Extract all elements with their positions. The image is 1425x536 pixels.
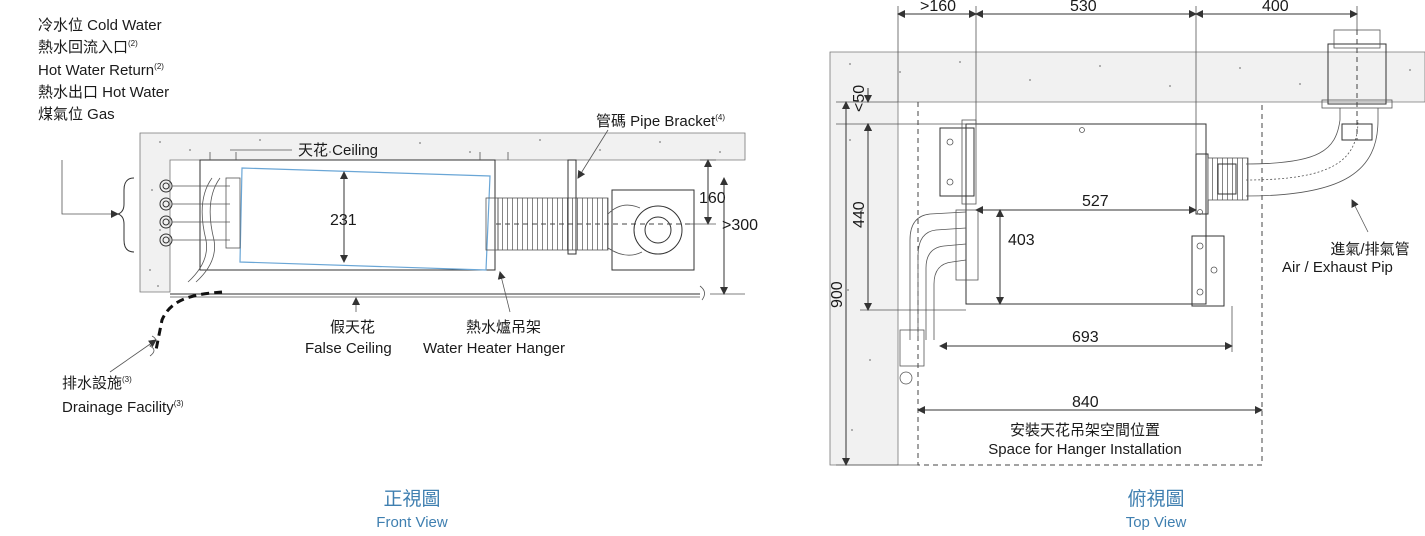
label-air-exhaust-en: Air / Exhaust Pip (1282, 259, 1393, 276)
flue-terminal (611, 189, 695, 271)
drainage-pipe (154, 290, 223, 351)
label-gas: 煤氣位 Gas (38, 106, 115, 123)
dim-300: >300 (722, 217, 758, 234)
dim-527: 527 (1082, 193, 1109, 210)
label-false-ceiling-zh: 假天花 (330, 319, 375, 336)
pipe-bracket (567, 159, 577, 255)
dim-50: <50 (851, 85, 868, 112)
label-air-exhaust-zh: 進氣/排氣管 (1330, 241, 1409, 258)
label-ceiling: 天花 Ceiling (298, 142, 378, 159)
caption-top-zh: 俯視圖 (1127, 488, 1184, 510)
water-heater-body (239, 167, 491, 271)
caption-top-en: Top View (1126, 514, 1187, 531)
top-flex-pipe (1207, 157, 1249, 201)
label-drainage-zh: 排水設施(3) (62, 375, 132, 392)
pipe-connectors (159, 177, 241, 283)
caption-front-en: Front View (376, 514, 448, 531)
dim-400: 400 (1262, 0, 1289, 15)
dim-530: 530 (1070, 0, 1097, 15)
label-hanger-space-zh: 安裝天花吊架空間位置 (1010, 422, 1160, 439)
top-pipe-connectors (899, 209, 979, 385)
dim-840: 840 (1072, 394, 1099, 411)
caption-front-zh: 正視圖 (383, 488, 440, 510)
label-hanger-zh: 熱水爐吊架 (466, 319, 541, 336)
top-view: >160 530 400 <50 440 900 527 403 693 840… (829, 0, 1425, 531)
label-hot-water: 熱水出口 Hot Water (38, 84, 169, 101)
label-pipe-bracket: 管碼 Pipe Bracket(4) (596, 113, 725, 130)
dim-160: 160 (699, 190, 726, 207)
label-hanger-en: Water Heater Hanger (423, 340, 565, 357)
front-view: 冷水位 Cold Water 熱水回流入口(2) Hot Water Retur… (38, 17, 758, 531)
dim-693: 693 (1072, 329, 1099, 346)
top-heater-frame (965, 123, 1207, 305)
concrete-texture (149, 139, 721, 287)
label-drainage-en: Drainage Facility(3) (62, 399, 184, 416)
ceiling-slab (139, 132, 746, 293)
dim-160-top: >160 (920, 0, 956, 15)
water-heater-hanger (199, 159, 496, 271)
label-cold-water: 冷水位 Cold Water (38, 17, 162, 34)
dim-231: 231 (330, 212, 357, 229)
dim-440: 440 (851, 201, 868, 228)
label-false-ceiling-en: False Ceiling (305, 340, 392, 357)
label-hw-return-zh: 熱水回流入口(2) (38, 39, 138, 56)
label-hanger-space-en: Space for Hanger Installation (988, 441, 1181, 458)
top-concrete-texture (847, 61, 1411, 431)
dim-900: 900 (829, 281, 846, 308)
dim-403: 403 (1008, 232, 1035, 249)
air-exhaust-pipe (1245, 108, 1379, 197)
label-hw-return-en: Hot Water Return(2) (38, 62, 164, 79)
